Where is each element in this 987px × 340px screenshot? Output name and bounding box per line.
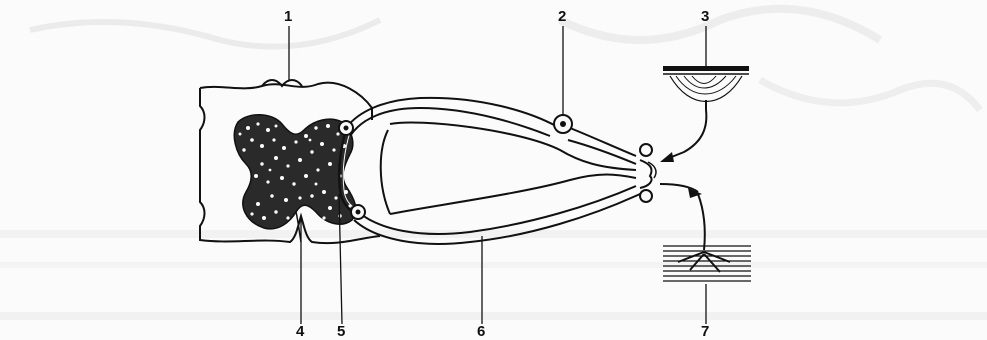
label-5: 5 <box>337 323 345 340</box>
label-7: 7 <box>701 323 709 340</box>
label-3: 3 <box>701 8 709 25</box>
label-2: 2 <box>558 8 566 25</box>
label-4: 4 <box>296 323 305 340</box>
label-6: 6 <box>477 323 485 340</box>
label-1: 1 <box>284 8 292 25</box>
